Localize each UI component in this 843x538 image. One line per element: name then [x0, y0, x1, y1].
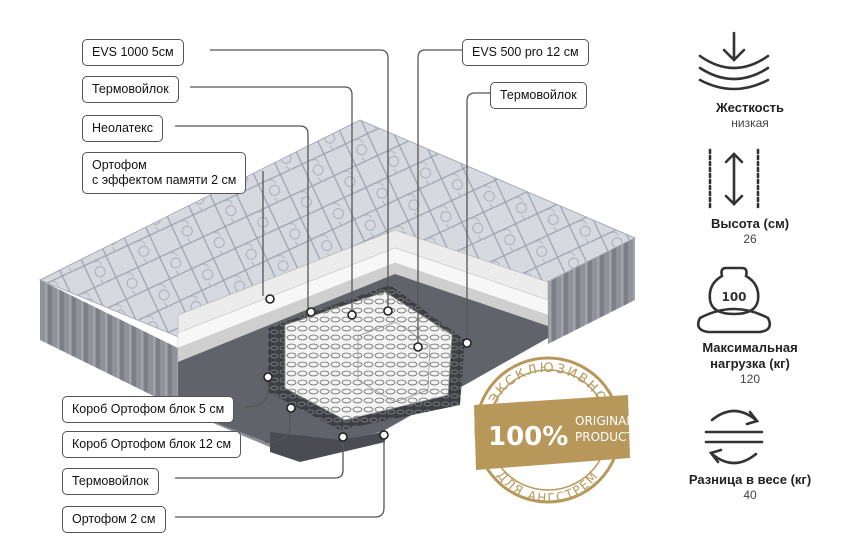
- badge-bottom-text: ДЛЯ АНГСТРЕМ: [494, 468, 599, 505]
- label-ortofom-memory: Ортофом с эффектом памяти 2 см: [82, 152, 247, 194]
- label-evs1000: EVS 1000 5см: [82, 39, 184, 66]
- spec-load-value: 120: [739, 372, 761, 386]
- spec-height-value: 26: [743, 232, 757, 246]
- mattress-side-left: [40, 280, 178, 408]
- label-ortofom-line2: с эффектом памяти 2 см: [92, 173, 237, 187]
- label-ortofom2: Ортофом 2 см: [62, 506, 166, 533]
- label-termo-top: Термовойлок: [82, 76, 179, 103]
- spec-height: Высота (см) 26: [670, 216, 830, 247]
- compression-icon: [698, 31, 770, 91]
- label-termo-bottom: Термовойлок: [62, 468, 159, 495]
- spec-diff-value: 40: [743, 488, 757, 502]
- spec-load: Максимальная нагрузка (кг) 120: [670, 340, 830, 387]
- spec-load-title2: нагрузка (кг): [710, 356, 790, 371]
- label-ortofom-line1: Ортофом: [92, 158, 147, 172]
- swap-icon: [704, 409, 764, 465]
- badge-line2: PRODUCT: [575, 430, 634, 444]
- weight-icon: 100: [696, 266, 772, 334]
- label-neolatex: Неолатекс: [82, 115, 164, 142]
- svg-text:100: 100: [721, 290, 746, 304]
- spec-diff: Разница в весе (кг) 40: [670, 472, 830, 503]
- svg-text:ДЛЯ АНГСТРЕМ: ДЛЯ АНГСТРЕМ: [494, 468, 601, 505]
- badge-line1: ORIGINAL: [575, 414, 633, 428]
- spec-stiffness-title: Жесткость: [715, 100, 785, 115]
- label-termo-right: Термовойлок: [490, 82, 587, 109]
- badge-percent: 100%: [488, 422, 568, 452]
- spec-load-title1: Максимальная: [702, 340, 798, 355]
- spec-stiffness-value: низкая: [731, 116, 769, 130]
- mattress-side-right: [548, 238, 635, 344]
- spec-stiffness: Жесткость низкая: [670, 100, 830, 131]
- height-icon: [708, 148, 760, 210]
- original-product-badge: ЭКСКЛЮЗИВНО ДЛЯ АНГСТРЕМ 100% ORIGINAL P…: [474, 356, 634, 505]
- spec-height-title: Высота (см): [710, 216, 790, 231]
- label-korob5: Короб Ортофом блок 5 см: [62, 396, 235, 423]
- spec-diff-title: Разница в весе (кг): [688, 472, 812, 487]
- label-evs500: EVS 500 pro 12 см: [462, 39, 589, 66]
- label-korob12: Короб Ортофом блок 12 см: [62, 431, 242, 458]
